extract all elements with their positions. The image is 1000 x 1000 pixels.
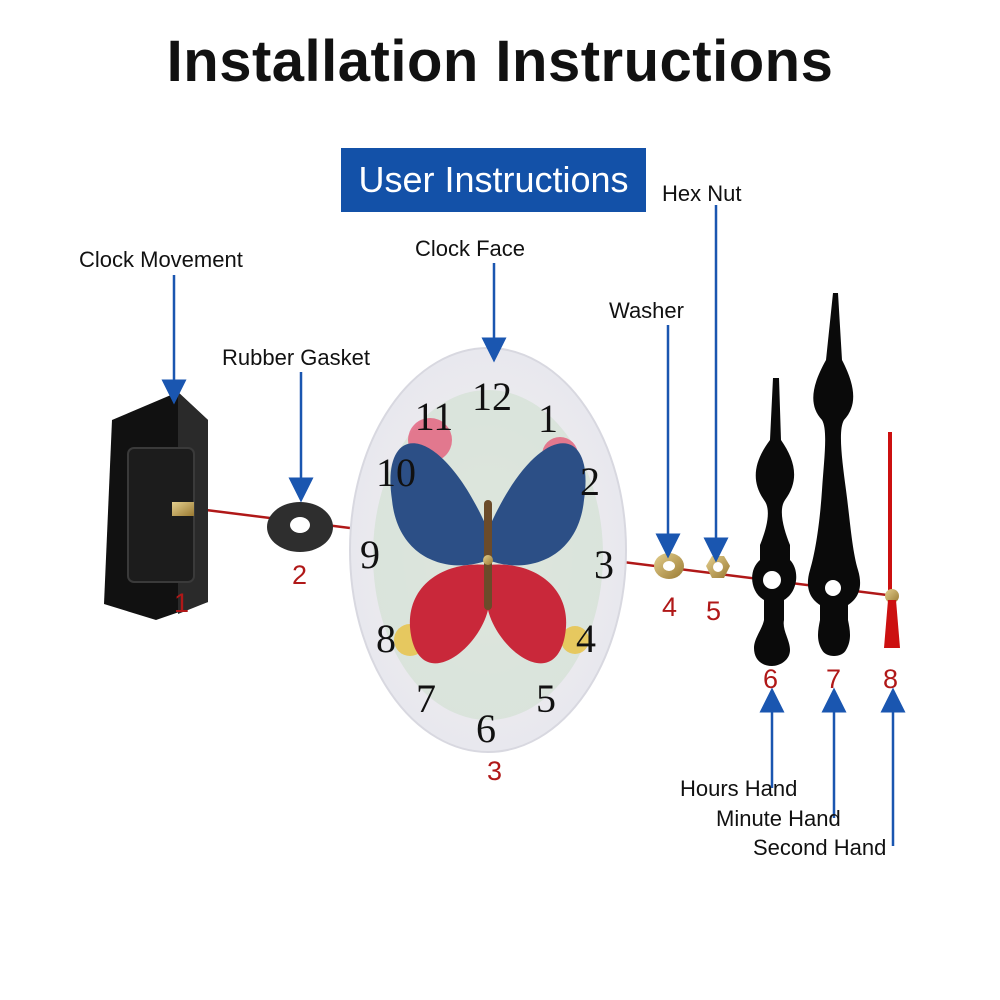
part-number-4: 4 bbox=[662, 592, 678, 622]
label-hex-nut: Hex Nut bbox=[662, 181, 742, 206]
clock-movement-part bbox=[104, 392, 208, 620]
label-minute-hand: Minute Hand bbox=[716, 806, 841, 831]
dial-numeral: 12 bbox=[472, 374, 512, 419]
washer-part bbox=[654, 553, 684, 579]
dial-numeral: 8 bbox=[376, 616, 396, 661]
dial-numeral: 9 bbox=[360, 532, 380, 577]
dial-numeral: 2 bbox=[580, 459, 600, 504]
minute-hand-part bbox=[807, 293, 861, 656]
hours-hand-part bbox=[752, 378, 797, 666]
label-second-hand: Second Hand bbox=[753, 835, 887, 860]
dial-numeral: 7 bbox=[416, 676, 436, 721]
part-number-3: 3 bbox=[487, 756, 503, 786]
user-instructions-banner: User Instructions bbox=[341, 148, 646, 212]
dial-numeral: 6 bbox=[476, 706, 496, 751]
part-number-1: 1 bbox=[174, 588, 190, 618]
part-number-6: 6 bbox=[763, 664, 779, 694]
dial-numerals: 12 1 2 3 4 5 6 7 8 9 10 11 bbox=[360, 374, 614, 751]
dial-numeral: 1 bbox=[538, 396, 558, 441]
label-rubber-gasket: Rubber Gasket bbox=[222, 345, 370, 370]
rubber-gasket-part bbox=[267, 502, 333, 552]
clock-face-part bbox=[349, 347, 627, 753]
second-hand-part bbox=[884, 432, 900, 648]
part-number-8: 8 bbox=[883, 664, 899, 694]
dial-numeral: 4 bbox=[576, 616, 596, 661]
dial-numeral: 11 bbox=[415, 394, 454, 439]
label-hours-hand: Hours Hand bbox=[680, 776, 798, 801]
dial-numeral: 10 bbox=[376, 450, 416, 495]
part-number-7: 7 bbox=[826, 664, 842, 694]
page-title: Installation Instructions bbox=[166, 29, 834, 94]
dial-numeral: 3 bbox=[594, 542, 614, 587]
part-number-5: 5 bbox=[706, 596, 722, 626]
label-clock-movement: Clock Movement bbox=[79, 247, 243, 272]
label-washer: Washer bbox=[609, 298, 684, 323]
part-number-2: 2 bbox=[292, 560, 308, 590]
dial-numeral: 5 bbox=[536, 676, 556, 721]
label-clock-face: Clock Face bbox=[415, 236, 526, 261]
